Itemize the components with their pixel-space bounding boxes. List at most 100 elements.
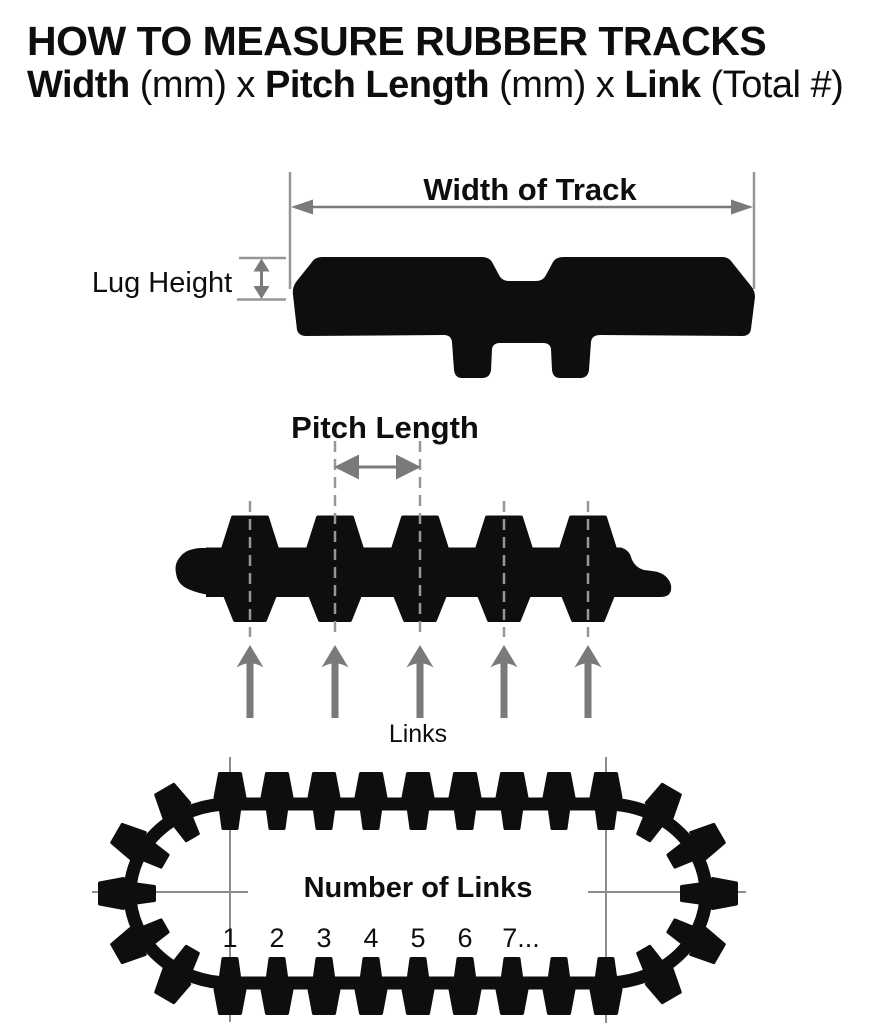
loop-tooth-outer [98,877,125,910]
loop-tooth-outer [589,772,623,799]
loop-tooth-outer [542,988,576,1015]
loop-tooth-inner [266,957,288,978]
loop-tooth-inner [548,957,570,978]
loop-tooth-inner [142,918,170,945]
links-label: Links [388,720,448,748]
pitch-arrowhead-right-icon [396,454,421,480]
loop-tooth-outer [689,822,726,860]
loop-tooth-inner [595,809,617,830]
loop-tooth-inner [360,809,382,830]
profile-band [206,547,620,597]
width-arrowhead-left-icon [291,199,313,215]
loop-tooth-inner [407,957,429,978]
loop-tooth-outer [542,772,576,799]
link-number-6: 6 [457,923,473,953]
profile-bottom-lug [561,593,615,622]
loop-tooth-inner [173,944,200,972]
loop-tooth-inner [454,957,476,978]
loop-tooth-outer [307,988,341,1015]
loop-tooth-inner [666,918,694,945]
loop-tooth-inner [407,809,429,830]
page-title: HOW TO MEASURE RUBBER TRACKS [27,18,767,64]
loop-tooth-outer [495,772,529,799]
width-of-track-label: Width of Track [423,172,637,207]
link-number-7: 7... [502,923,540,953]
loop-tooth-inner [313,957,335,978]
loop-tooth-outer [260,988,294,1015]
loop-tooth-inner [173,815,200,843]
loop-tooth-inner [219,809,241,830]
lug-height-arrowhead-down-icon [253,286,270,299]
track-cross-section-shape [292,257,755,378]
loop-tooth-outer [644,782,682,820]
loop-tooth-outer [213,988,247,1015]
formula-mm-2: (mm) x [489,64,625,106]
loop-tooth-inner [636,815,663,843]
loop-tooth-inner [454,809,476,830]
lug-height-label: Lug Height [91,267,233,299]
formula-total: (Total #) [700,64,844,106]
link-number-3: 3 [316,923,332,953]
loop-tooth-inner [680,882,701,905]
profile-top-lug [221,515,279,551]
loop-tooth-inner [313,809,335,830]
link-pointer-arrowhead-icon [490,645,518,668]
formula-link-term: Link [624,64,701,106]
loop-tooth-outer [711,877,738,910]
loop-tooth-inner [219,957,241,978]
loop-tooth-inner [142,842,170,869]
link-number-5: 5 [410,923,426,953]
cross-section-diagram [237,172,756,378]
width-arrowhead-right-icon [731,199,753,215]
loop-tooth-outer [495,988,529,1015]
link-pointer-arrowhead-icon [406,645,434,668]
loop-tooth-outer [644,967,682,1005]
track-loop-diagram [92,757,746,1023]
pitch-length-label: Pitch Length [291,410,479,445]
profile-top-lug [475,515,533,551]
loop-tooth-outer [689,927,726,965]
link-pointer-arrow-shaft [331,662,339,718]
formula-pitch-term: Pitch Length [264,64,490,106]
profile-left-end [175,548,214,596]
link-number-1: 1 [222,923,238,953]
link-pointer-arrowhead-icon [321,645,349,668]
lug-height-arrowhead-up-icon [253,258,270,272]
loop-tooth-outer [354,772,388,799]
profile-bottom-lug [223,593,277,622]
link-pointer-arrowhead-icon [574,645,602,668]
profile-bottom-lug [477,593,531,622]
loop-tooth-outer [154,967,192,1005]
loop-tooth-outer [448,988,482,1015]
loop-tooth-inner [360,957,382,978]
number-of-links-label: Number of Links [303,872,533,904]
measurement-formula: Width (mm) x Pitch Length (mm) x Link (T… [27,64,844,107]
formula-mm-1: (mm) x [129,64,265,106]
loop-tooth-outer [307,772,341,799]
link-number-4: 4 [363,923,379,953]
loop-tooth-inner [636,944,663,972]
loop-tooth-outer [110,822,147,860]
loop-tooth-inner [548,809,570,830]
loop-tooth-outer [401,988,435,1015]
loop-tooth-outer [213,772,247,799]
loop-tooth-outer [401,772,435,799]
loop-tooth-outer [260,772,294,799]
link-pointer-arrow-shaft [246,662,254,718]
link-pointer-arrow-shaft [584,662,592,718]
pitch-arrowhead-left-icon [334,454,359,480]
loop-tooth-outer [448,772,482,799]
loop-tooth-outer [110,927,147,965]
side-profile-diagram [175,441,672,718]
loop-tooth-inner [595,957,617,978]
link-pointer-arrow-shaft [416,662,424,718]
link-pointer-arrowhead-icon [236,645,264,668]
loop-tooth-inner [666,842,694,869]
loop-tooth-inner [135,882,156,905]
loop-tooth-inner [266,809,288,830]
loop-tooth-inner [501,957,523,978]
loop-tooth-outer [354,988,388,1015]
formula-width-term: Width [27,64,130,106]
